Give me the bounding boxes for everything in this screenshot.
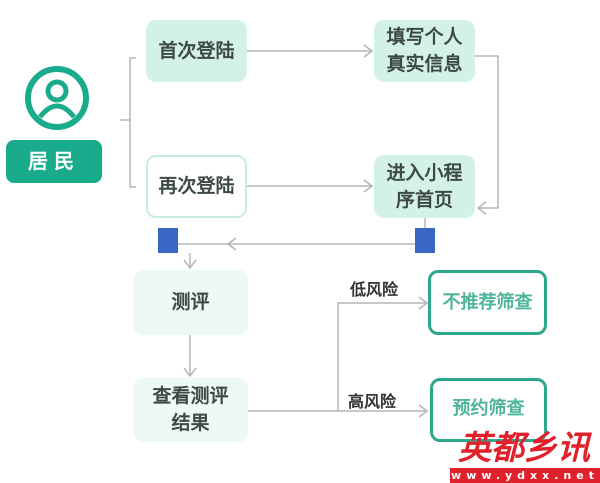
node-first-login: 首次登陆 [146,20,247,82]
edge-label-high-risk: 高风险 [348,392,397,411]
arrow-head [226,237,237,251]
arrow-head [418,404,429,418]
arrow-head [363,179,374,193]
node-view-result: 查看测评结果 [133,378,248,442]
edge-result-branches [248,302,427,412]
branch-bracket [120,57,136,188]
node-enter-home: 进入小程序首页 [374,155,475,218]
junction-marker-left [158,228,178,253]
watermark-logo: 英都乡讯 [458,428,590,467]
arrow-head [183,367,197,378]
arrow-head [363,44,374,58]
watermark-url: www.ydxx.net [450,468,600,483]
node-assessment: 测评 [133,270,248,335]
resident-label: 居民 [6,140,102,183]
edge-fill-to-home [475,55,499,209]
node-no-screening: 不推荐筛查 [428,270,547,335]
node-fill-info: 填写个人真实信息 [374,20,475,82]
resident-avatar-icon [24,65,90,131]
arrow-head [183,259,197,270]
node-book-screening: 预约筛查 [430,378,547,442]
arrow-head [418,296,429,310]
junction-marker-right [415,228,435,253]
node-again-login: 再次登陆 [146,155,247,218]
edge-label-low-risk: 低风险 [350,280,399,299]
arrow-head [476,201,487,215]
